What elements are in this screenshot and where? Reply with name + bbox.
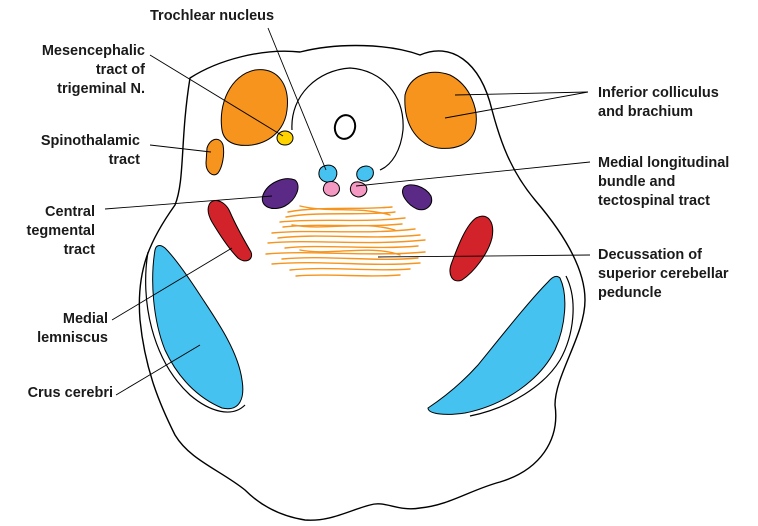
label-mesencephalic-tract: Mesencephalic tract of trigeminal N.: [42, 42, 145, 99]
label-mlf-line-3: tectospinal tract: [598, 192, 729, 211]
trochlear-nucleus-right: [357, 166, 374, 181]
label-crus-cerebri: Crus cerebri: [28, 384, 113, 403]
label-inferior-colliculus: Inferior colliculus and brachium: [598, 84, 719, 122]
label-mesencephalic-line-2: tract of: [42, 61, 145, 80]
midbrain-outline: [139, 46, 585, 521]
label-mesencephalic-line-3: trigeminal N.: [42, 80, 145, 99]
label-medial-longitudinal-bundle: Medial longitudinal bundle and tectospin…: [598, 154, 729, 211]
label-inferior-colliculus-line-1: Inferior colliculus: [598, 84, 719, 103]
label-decussation-line-1: Decussation of: [598, 246, 729, 265]
label-medial-lemniscus-line-1: Medial: [37, 310, 108, 329]
label-mlf-line-1: Medial longitudinal: [598, 154, 729, 173]
label-decussation-line-3: peduncle: [598, 284, 729, 303]
label-medial-lemniscus: Medial lemniscus: [37, 310, 108, 348]
label-spinothalamic-line-2: tract: [41, 151, 140, 170]
trochlear-nucleus-left: [319, 165, 337, 182]
mlf-left: [323, 182, 339, 197]
label-central-tegmental-line-3: tract: [27, 241, 96, 260]
label-inferior-colliculus-line-2: and brachium: [598, 103, 719, 122]
label-crus-cerebri-line: Crus cerebri: [28, 384, 113, 403]
label-central-tegmental-tract: Central tegmental tract: [27, 203, 96, 260]
label-decussation-line-2: superior cerebellar: [598, 265, 729, 284]
mlf-right: [350, 182, 367, 197]
label-spinothalamic-line-1: Spinothalamic: [41, 132, 140, 151]
label-medial-lemniscus-line-2: lemniscus: [37, 329, 108, 348]
mesencephalic-tract: [277, 131, 293, 145]
label-central-tegmental-line-1: Central: [27, 203, 96, 222]
label-spinothalamic-tract: Spinothalamic tract: [41, 132, 140, 170]
label-trochlear-nucleus: Trochlear nucleus: [150, 7, 274, 26]
label-trochlear-nucleus-line: Trochlear nucleus: [150, 7, 274, 26]
label-central-tegmental-line-2: tegmental: [27, 222, 96, 241]
label-mesencephalic-line-1: Mesencephalic: [42, 42, 145, 61]
label-mlf-line-2: bundle and: [598, 173, 729, 192]
label-decussation: Decussation of superior cerebellar pedun…: [598, 246, 729, 303]
